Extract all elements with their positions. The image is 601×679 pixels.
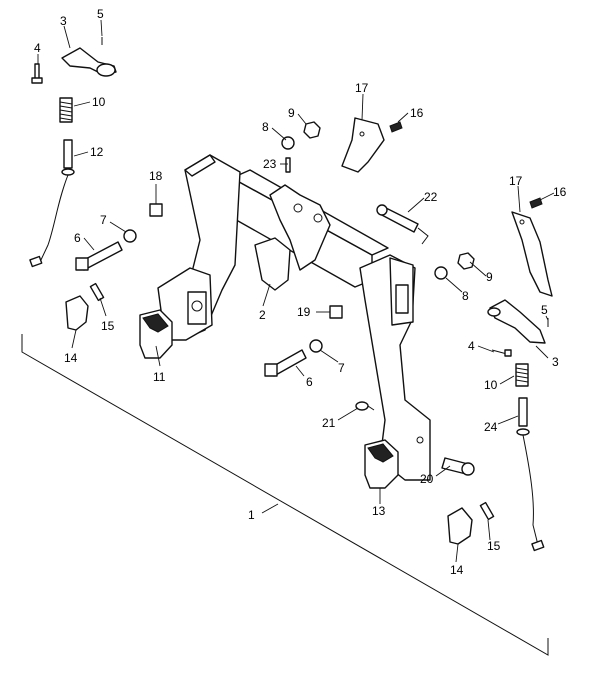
- callout-7-right: 7: [338, 361, 345, 375]
- callout-17-top: 17: [355, 81, 369, 95]
- callout-15-right: 15: [487, 539, 501, 553]
- callout-19: 19: [297, 305, 311, 319]
- callout-9-right: 9: [486, 270, 493, 284]
- callout-1: 1: [248, 508, 255, 522]
- callout-13: 13: [372, 504, 386, 518]
- clip-21: [355, 401, 375, 411]
- callout-11: 11: [153, 370, 166, 384]
- plate-19: [329, 305, 343, 319]
- callout-8-right: 8: [462, 289, 469, 303]
- callout-3-right: 3: [552, 355, 559, 369]
- callout-16-right: 16: [553, 185, 567, 199]
- bolt-6-left: [75, 241, 123, 271]
- spring-10-left: [59, 97, 73, 123]
- callout-16-top: 16: [410, 106, 424, 120]
- latch-block-14-right: [447, 507, 473, 545]
- callout-20: 20: [420, 472, 434, 486]
- callout-4-right: 4: [468, 339, 475, 353]
- callout-10-right: 10: [484, 378, 498, 392]
- callout-14-right: 14: [450, 563, 464, 577]
- callout-3-left: 3: [60, 14, 67, 28]
- roll-pin-23: [285, 157, 291, 173]
- callout-23: 23: [263, 157, 277, 171]
- callout-9-left: 9: [288, 106, 295, 120]
- bracket-17-right: [511, 211, 553, 297]
- left-hook-part: [139, 309, 173, 359]
- callout-14-left: 14: [64, 351, 78, 365]
- release-rod-24: [516, 397, 545, 552]
- main-frame: [157, 154, 431, 481]
- screw-16-top: [389, 121, 403, 133]
- right-hook-part: [364, 439, 399, 489]
- bolt-4-right: [491, 349, 512, 357]
- plate-18: [149, 203, 163, 217]
- assembly-bracket: [21, 334, 549, 656]
- nut-9-right: [457, 252, 475, 270]
- washer-7-right: [309, 339, 323, 353]
- callout-15-left: 15: [101, 319, 115, 333]
- callout-22: 22: [424, 190, 438, 204]
- callout-21: 21: [322, 416, 336, 430]
- callout-4-left: 4: [34, 41, 41, 55]
- bolt-4-left: [31, 63, 43, 84]
- pin-15-right: [479, 501, 495, 521]
- callout-12: 12: [90, 145, 104, 159]
- leader-lines: [37, 19, 555, 563]
- callout-6-right: 6: [306, 375, 313, 389]
- callout-labels: 1 2 3 3 4 4 5 5 6 6 7 7 8 8 9 9 10 10 11…: [34, 7, 567, 577]
- release-rod-12: [29, 139, 75, 268]
- callout-7-left: 7: [100, 213, 107, 227]
- bolt-6-right: [264, 349, 307, 377]
- latch-lever-right: [487, 299, 546, 344]
- nut-9-left: [303, 121, 321, 139]
- latch-lever-left: [61, 47, 117, 77]
- latch-block-14-left: [65, 295, 89, 331]
- pin-22: [376, 204, 429, 245]
- spring-10-right: [515, 363, 529, 387]
- washer-8-left: [281, 136, 295, 150]
- bracket-17-top: [341, 117, 385, 173]
- pin-20: [441, 457, 475, 476]
- screw-16-right: [529, 197, 543, 209]
- washer-8-right: [434, 266, 448, 280]
- pin-15-left: [89, 282, 105, 302]
- callout-18: 18: [149, 169, 163, 183]
- callout-24: 24: [484, 420, 498, 434]
- callout-10-left: 10: [92, 95, 106, 109]
- callout-6-left: 6: [74, 231, 81, 245]
- callout-8-left: 8: [262, 120, 269, 134]
- washer-7-left: [123, 229, 137, 243]
- callout-5-right: 5: [541, 303, 548, 317]
- callout-2: 2: [259, 308, 266, 322]
- callout-17-right: 17: [509, 174, 523, 188]
- callout-5-left: 5: [97, 7, 104, 21]
